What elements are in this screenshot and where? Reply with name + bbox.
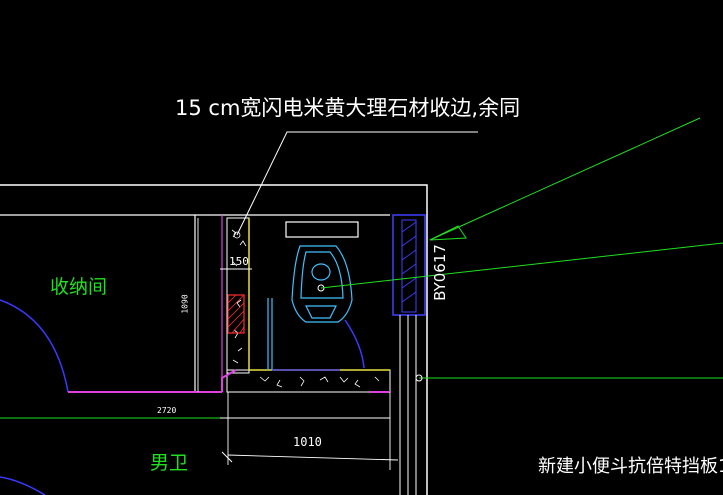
urinal-partition-core <box>401 219 417 313</box>
door-swing-arc-left <box>0 299 69 393</box>
squat-toilet <box>291 245 353 323</box>
room-label-storage: 收纳间 <box>50 276 108 298</box>
code-tag: BY0617 <box>430 244 449 301</box>
dimension-1010: 1010 <box>293 435 322 449</box>
door-swing-arc-bottom <box>0 476 46 495</box>
dimension-2720: 2720 <box>157 406 177 415</box>
dim-ticks <box>221 451 233 463</box>
leader-lines <box>320 117 723 379</box>
door-swing-arc-toilet <box>344 319 365 369</box>
dimension-150: 150 <box>229 255 249 268</box>
outer-wall <box>0 184 428 495</box>
urinal-partition-hatch <box>401 221 417 303</box>
leader-dot <box>415 374 423 382</box>
toilet-cistern <box>285 221 359 238</box>
red-hatch-lines <box>227 294 245 334</box>
wall-stripes <box>399 315 417 495</box>
urinal-partition <box>392 214 426 316</box>
magenta-baseline <box>68 369 237 393</box>
marble-edge-horizontal <box>226 369 391 393</box>
new-partition-note: 新建小便斗抗倍特挡板1 <box>538 456 723 477</box>
annotation-text: 15 cm宽闪电米黄大理石材收边,余同 <box>175 96 521 120</box>
dimension-lines <box>0 218 399 470</box>
marble-hatch <box>231 229 380 388</box>
dimension-1090: 1090 <box>180 294 190 314</box>
annotation-leader <box>236 131 478 236</box>
room-label-mens-toilet: 男卫 <box>150 452 189 474</box>
